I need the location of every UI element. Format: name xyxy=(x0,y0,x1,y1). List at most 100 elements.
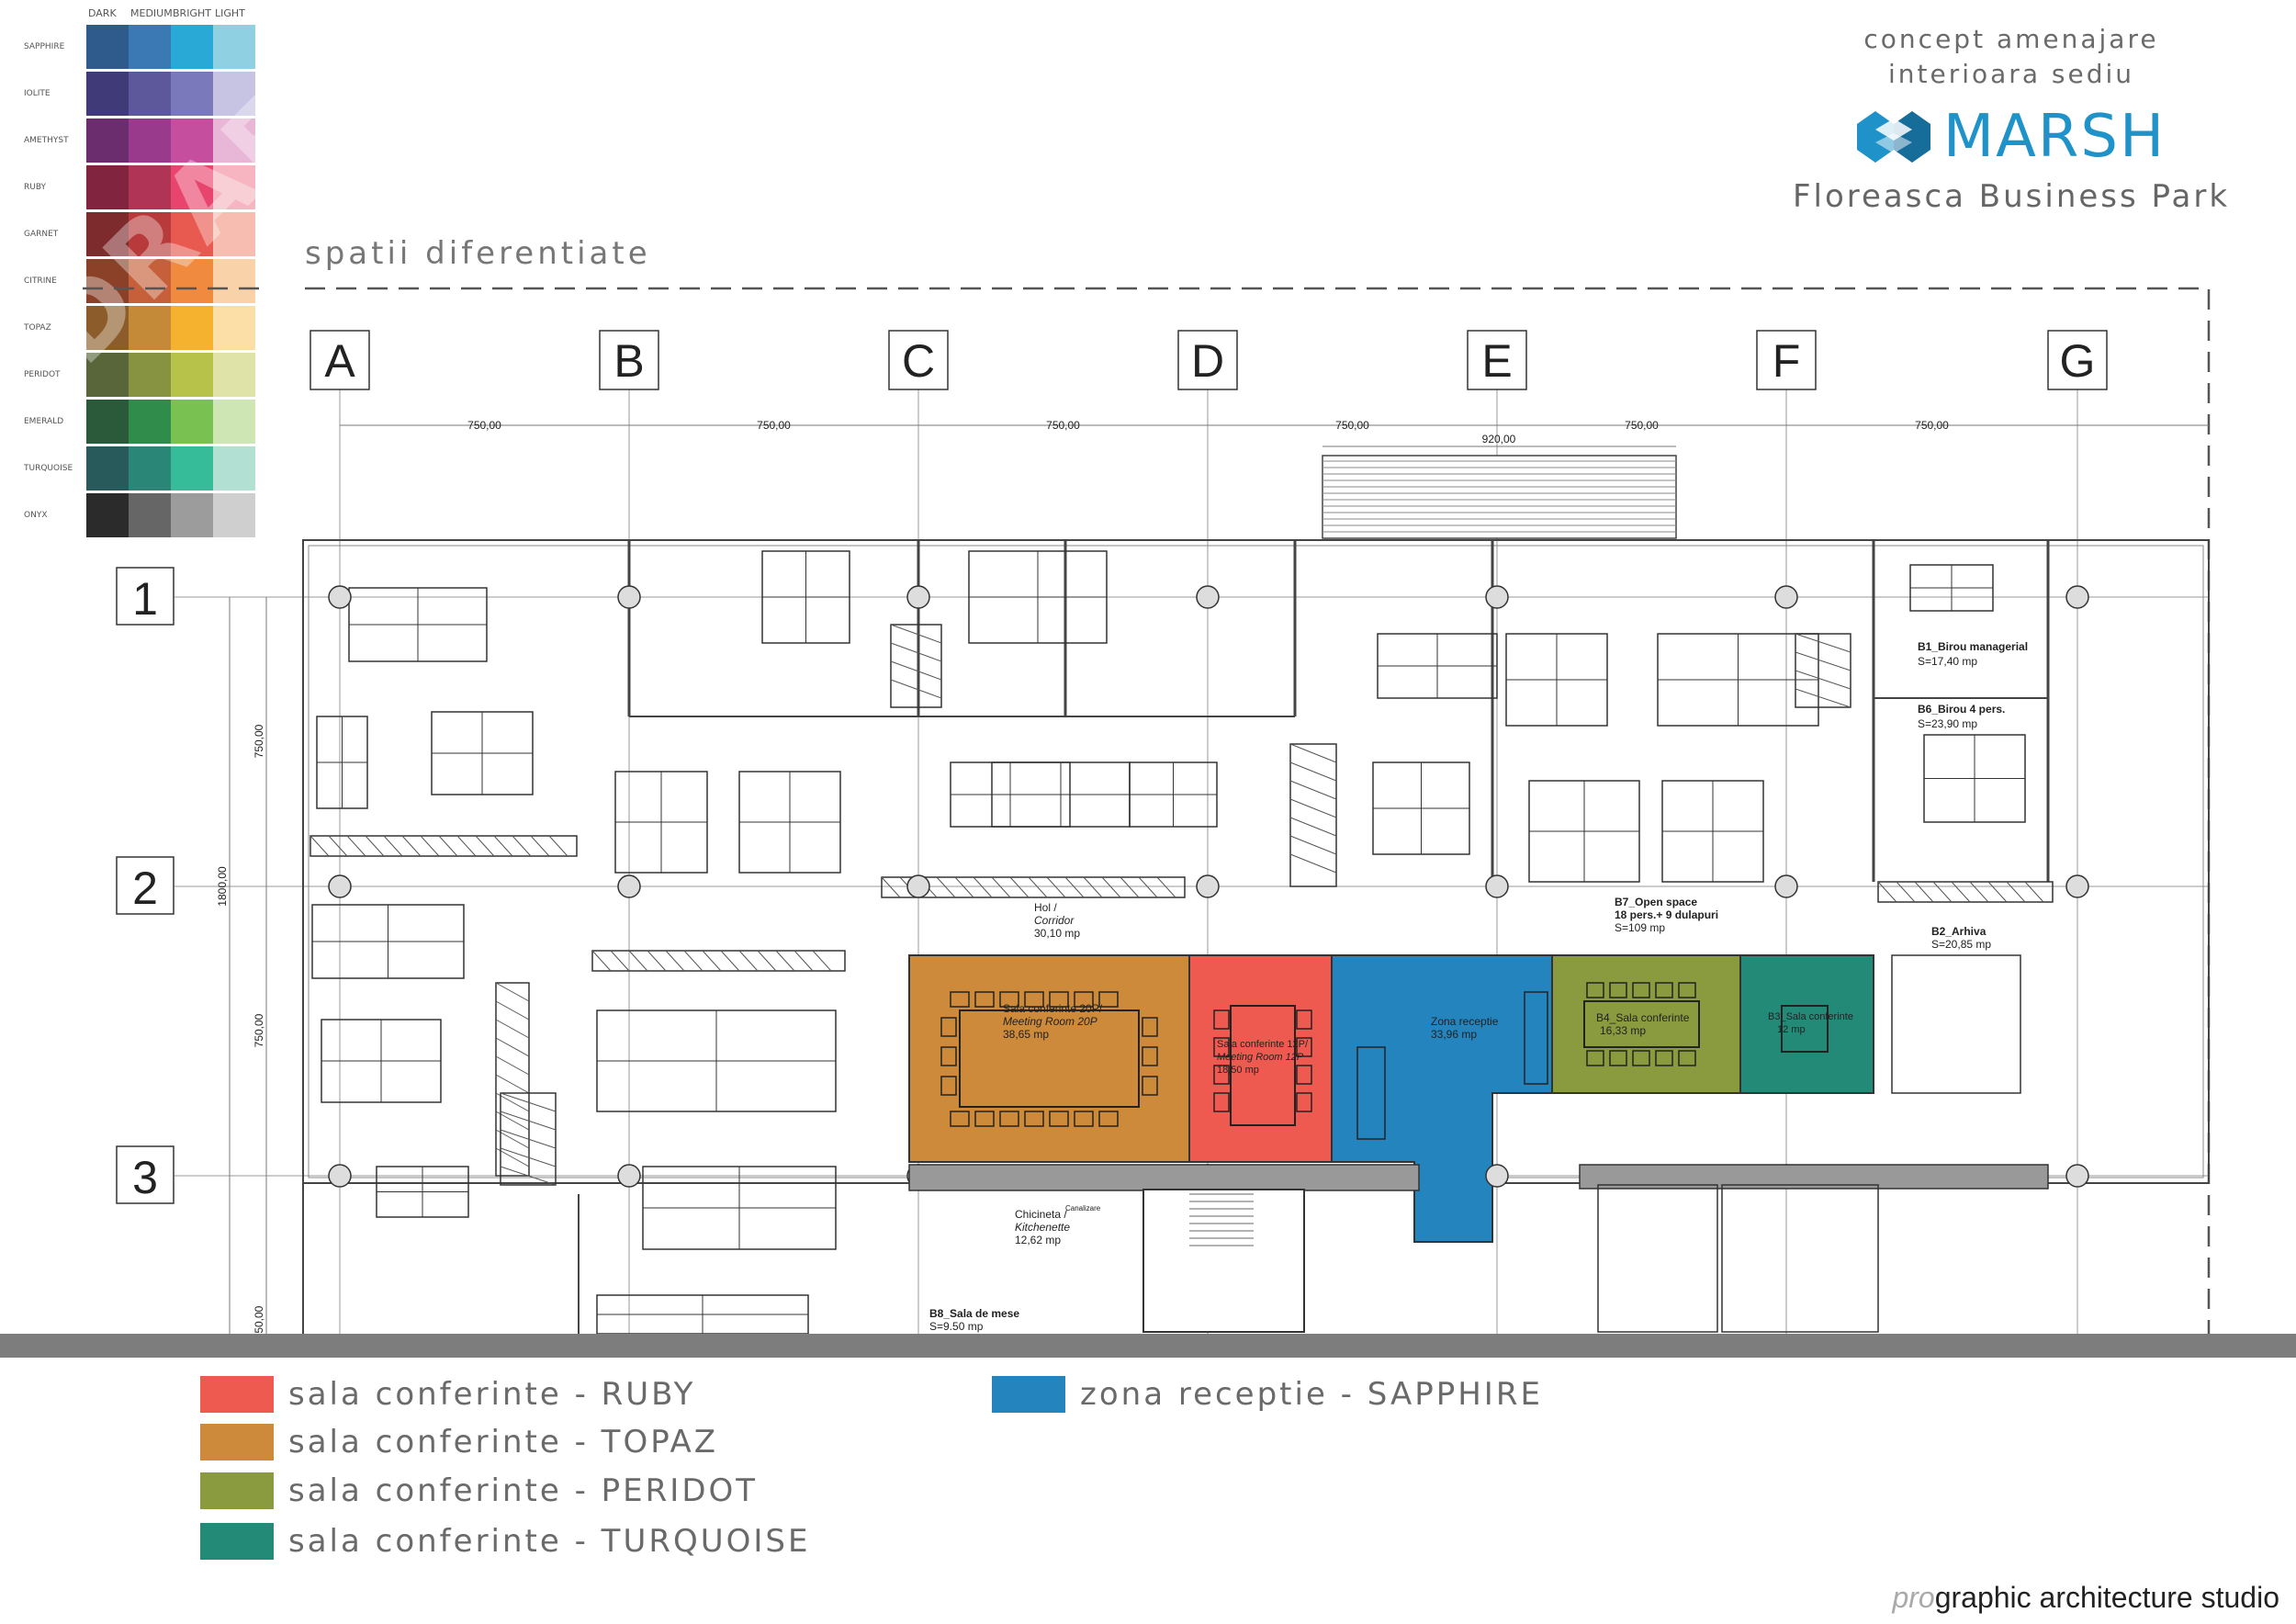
storage-unit xyxy=(495,982,530,1177)
storage-hatch xyxy=(500,1092,557,1112)
storage-hatch xyxy=(495,1147,530,1167)
chair xyxy=(940,1046,957,1066)
storage-hatch xyxy=(954,876,974,898)
palette-column-header: MEDIUM xyxy=(130,7,173,19)
conference-table xyxy=(1230,1005,1296,1126)
dimension-label: 750,00 xyxy=(467,419,501,432)
storage-hatch xyxy=(495,1074,530,1094)
chair xyxy=(1098,1111,1119,1127)
column-axis-label: A xyxy=(324,335,355,387)
palette-swatch xyxy=(171,212,213,256)
chair xyxy=(950,1111,970,1127)
storage-hatch xyxy=(1289,853,1337,874)
palette-row-label: AMETHYST xyxy=(24,136,69,145)
room-area: S=109 mp xyxy=(1615,921,1665,934)
structural-column xyxy=(906,585,930,609)
palette-swatch xyxy=(129,493,171,537)
legend-item: zona receptie - SAPPHIRE xyxy=(992,1376,1543,1413)
storage-hatch xyxy=(383,835,403,857)
structural-column xyxy=(1774,585,1798,609)
structural-column xyxy=(617,874,641,898)
structural-column xyxy=(1196,874,1220,898)
structural-column xyxy=(328,874,352,898)
chair xyxy=(999,1111,1019,1127)
structural-column xyxy=(2065,1164,2089,1188)
structural-column xyxy=(2065,585,2089,609)
legend-swatch xyxy=(200,1523,274,1560)
structural-column xyxy=(1196,585,1220,609)
core-wall xyxy=(908,1164,1420,1191)
storage-unit xyxy=(1877,881,2054,903)
room-label: B4_Sala conferinte xyxy=(1596,1011,1690,1024)
palette-column-header: LIGHT xyxy=(215,7,245,19)
studio-prefix: pro xyxy=(1892,1581,1935,1614)
storage-hatch xyxy=(328,835,348,857)
dimension-label: 750,00 xyxy=(757,419,791,432)
structural-column xyxy=(2065,874,2089,898)
legend-item: sala conferinte - TOPAZ xyxy=(200,1424,718,1460)
axis-label-box xyxy=(116,856,174,915)
palette-swatch xyxy=(171,72,213,116)
legend-item: sala conferinte - TURQUOISE xyxy=(200,1523,810,1560)
palette-swatch xyxy=(213,72,255,116)
storage-hatch xyxy=(475,835,495,857)
dimension-label: 750,00 xyxy=(1046,419,1080,432)
balcony xyxy=(1322,455,1677,539)
storage-hatch xyxy=(647,950,667,972)
storage-hatch xyxy=(757,950,777,972)
palette-swatch xyxy=(129,165,171,209)
conference-table xyxy=(1781,1005,1829,1053)
chair xyxy=(1098,991,1119,1008)
storage-unit xyxy=(591,950,846,972)
storage-hatch xyxy=(512,835,532,857)
storage-unit xyxy=(1795,633,1851,708)
palette-swatch xyxy=(171,446,213,491)
storage-unit xyxy=(1289,743,1337,887)
chair xyxy=(1213,1065,1230,1085)
storage-hatch xyxy=(2006,881,2026,903)
palette-column-header: DARK xyxy=(88,7,117,19)
storage-hatch xyxy=(495,982,530,1002)
storage-hatch xyxy=(2024,881,2044,903)
brand-name: MARSH xyxy=(1942,103,2167,171)
storage-hatch xyxy=(500,1129,557,1149)
studio-credit: prographic architecture studio xyxy=(1892,1581,2279,1615)
axis-label-box xyxy=(599,330,659,390)
palette-swatch xyxy=(86,493,129,537)
toilet-room xyxy=(1597,1184,1718,1333)
room-area: S=23,90 mp xyxy=(1918,717,1977,730)
palette-swatch xyxy=(171,306,213,350)
palette-swatch xyxy=(171,165,213,209)
storage-hatch xyxy=(495,1037,530,1057)
structural-column xyxy=(617,1164,641,1188)
staircase xyxy=(1142,1189,1305,1333)
room-label-en: Meeting Room 12P xyxy=(1217,1052,1304,1063)
chair xyxy=(1142,1046,1158,1066)
axis-label-box xyxy=(310,330,370,390)
storage-hatch xyxy=(420,835,440,857)
storage-hatch xyxy=(1120,876,1140,898)
palette-swatch xyxy=(213,212,255,256)
chair xyxy=(1678,982,1696,998)
side-dimension-label: 750,00 xyxy=(253,724,265,758)
chair xyxy=(1655,982,1673,998)
chair xyxy=(1655,1050,1673,1066)
column-axis-label: C xyxy=(902,335,935,387)
storage-hatch xyxy=(1138,876,1158,898)
chair xyxy=(1632,1050,1650,1066)
chair xyxy=(1296,1065,1312,1085)
chair xyxy=(1142,1076,1158,1096)
storage-hatch xyxy=(628,950,648,972)
dimension-label: 750,00 xyxy=(1915,419,1949,432)
chair xyxy=(1074,1111,1094,1127)
palette-swatch xyxy=(129,212,171,256)
room-area: 33,96 mp xyxy=(1431,1028,1477,1041)
conference-table xyxy=(1583,1000,1700,1048)
structural-column xyxy=(328,1164,352,1188)
storage-hatch xyxy=(702,950,722,972)
row-axis-label: 2 xyxy=(132,863,158,914)
storage-hatch xyxy=(775,950,795,972)
axis-label-box xyxy=(116,567,174,626)
storage-hatch xyxy=(495,1000,530,1021)
storage-hatch xyxy=(793,950,814,972)
